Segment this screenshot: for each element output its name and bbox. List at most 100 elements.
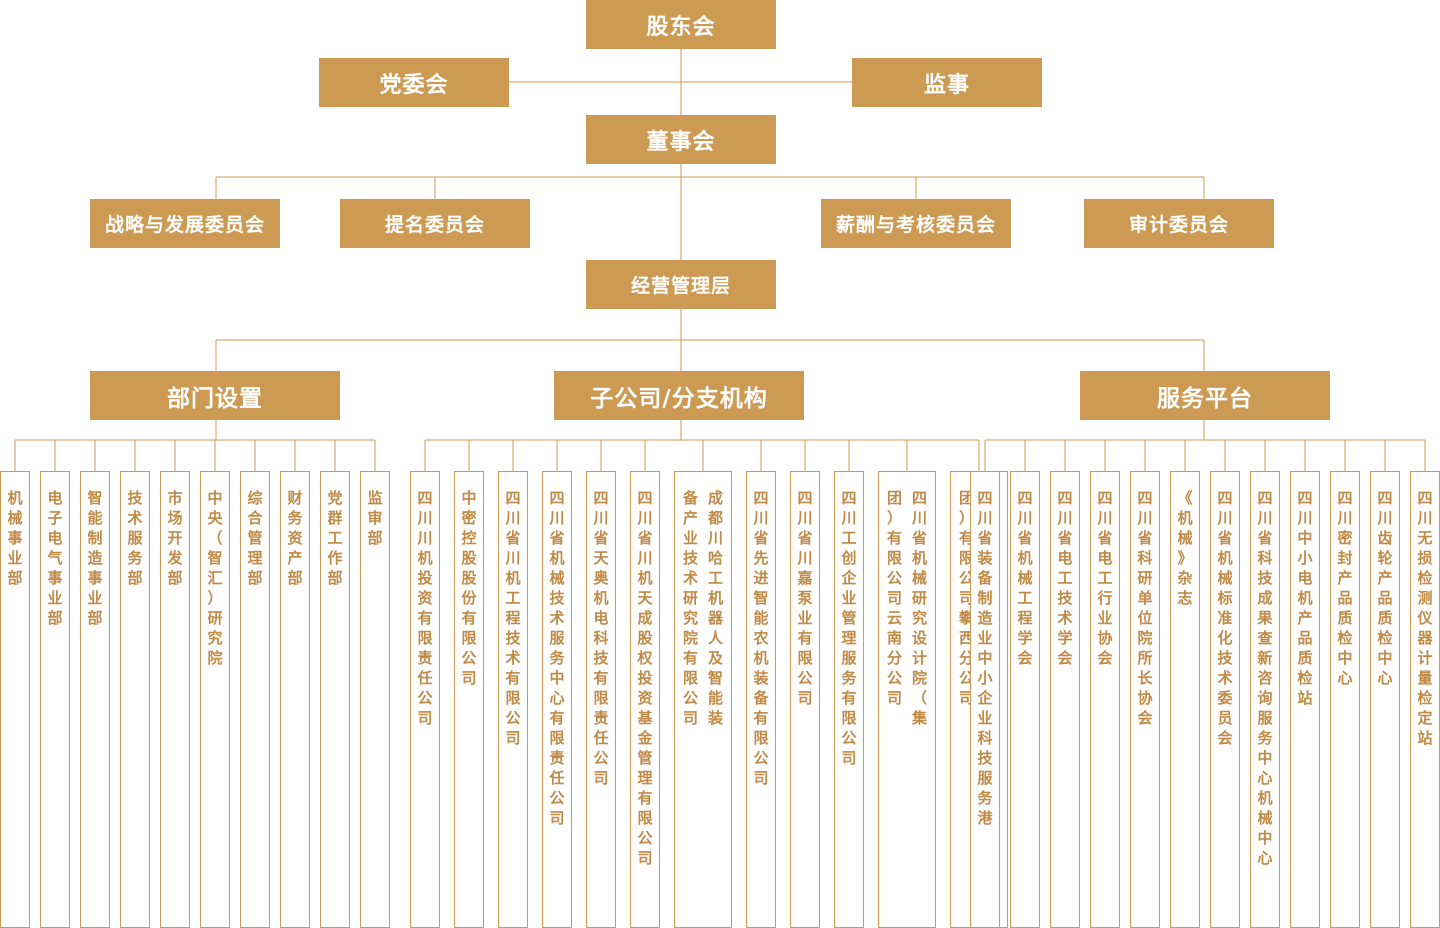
departments-item-column: 技术服务部 <box>127 488 143 588</box>
leaf-char: 无 <box>1417 529 1433 547</box>
leaf-char: 所 <box>1137 649 1153 667</box>
leaf-char: 事 <box>47 569 63 587</box>
leaf-char: 心 <box>1377 669 1393 687</box>
leaf-char: 农 <box>753 629 769 647</box>
leaf-char: ） <box>207 589 223 607</box>
subsidiaries-item: 四川省川机工程技术有限公司 <box>498 471 528 928</box>
leaf-char: 心 <box>1257 849 1273 867</box>
leaf-char: 业 <box>1097 609 1113 627</box>
leaf-char: 电 <box>1097 549 1113 567</box>
leaf-char: 服 <box>841 649 857 667</box>
leaf-char: 部 <box>167 569 183 587</box>
leaf-char: 工 <box>1057 569 1073 587</box>
leaf-char: 司 <box>886 589 902 607</box>
leaf-char: 技 <box>549 589 565 607</box>
leaf-char: 四 <box>1297 489 1313 507</box>
leaf-char: 资 <box>417 589 433 607</box>
leaf-char: 行 <box>1097 589 1113 607</box>
leaf-char: 部 <box>47 609 63 627</box>
leaf-char: 研 <box>1137 569 1153 587</box>
leaf-char: 业 <box>87 589 103 607</box>
leaf-char: 标 <box>1217 589 1233 607</box>
leaf-char: 省 <box>1057 529 1073 547</box>
leaf-char: 机 <box>505 569 521 587</box>
leaf-char: 监 <box>367 489 383 507</box>
leaf-char: 工 <box>327 529 343 547</box>
leaf-char: 械 <box>7 509 23 527</box>
leaf-char: 械 <box>911 569 927 587</box>
leaf-char: 汇 <box>207 569 223 587</box>
leaf-char: 奥 <box>593 569 609 587</box>
services-item: 四川中小电机产品质检站 <box>1290 471 1320 928</box>
leaf-char: 询 <box>1257 689 1273 707</box>
services-item-column: 四川齿轮产品质检中心 <box>1377 488 1393 688</box>
shareholders-box: 股东会 <box>586 0 776 49</box>
leaf-char: 开 <box>167 529 183 547</box>
leaf-char: 服 <box>977 769 993 787</box>
leaf-char: 川 <box>549 509 565 527</box>
leaf-char: 技 <box>977 749 993 767</box>
leaf-char: 有 <box>841 689 857 707</box>
leaf-char: 子 <box>47 509 63 527</box>
services-item: 四川省科研单位院所长协会 <box>1130 471 1160 928</box>
leaf-char: 四 <box>417 489 433 507</box>
leaf-char: 央 <box>207 509 223 527</box>
leaf-char: 分 <box>886 649 902 667</box>
leaf-char: 械 <box>1017 569 1033 587</box>
leaf-char: 站 <box>1297 689 1313 707</box>
leaf-char: 公 <box>682 689 698 707</box>
leaf-char: 省 <box>1257 529 1273 547</box>
leaf-char: 技 <box>1257 569 1273 587</box>
leaf-char: 合 <box>247 509 263 527</box>
leaf-char: 研 <box>911 589 927 607</box>
leaf-char: 川 <box>637 549 653 567</box>
leaf-char: 电 <box>47 529 63 547</box>
leaf-char: 限 <box>682 669 698 687</box>
leaf-char: 有 <box>682 649 698 667</box>
leaf-char: 任 <box>549 769 565 787</box>
party-committee-box: 党委会 <box>319 58 509 107</box>
leaf-char: 造 <box>87 549 103 567</box>
leaf-char: 小 <box>1297 549 1313 567</box>
leaf-char: 公 <box>886 669 902 687</box>
leaf-char: 品 <box>1337 589 1353 607</box>
leaf-char: 党 <box>327 489 343 507</box>
leaf-char: 中 <box>1297 529 1313 547</box>
leaf-char: 基 <box>637 709 653 727</box>
leaf-char: 四 <box>753 489 769 507</box>
leaf-char: 部 <box>287 569 303 587</box>
leaf-char: 部 <box>87 609 103 627</box>
leaf-char: 川 <box>1217 509 1233 527</box>
leaf-char: 术 <box>1057 609 1073 627</box>
leaf-char: 财 <box>287 489 303 507</box>
services-item-column: 四川中小电机产品质检站 <box>1297 488 1313 708</box>
leaf-char: 协 <box>1137 689 1153 707</box>
leaf-char: 服 <box>549 629 565 647</box>
services-item-column: 四川省科研单位院所长协会 <box>1137 488 1153 728</box>
departments-item: 党群工作部 <box>320 471 350 928</box>
subsidiaries-item: 四川省先进智能农机装备有限公司 <box>746 471 776 928</box>
leaf-char: 心 <box>1257 769 1273 787</box>
leaf-char: 机 <box>637 569 653 587</box>
leaf-char: 机 <box>549 549 565 567</box>
leaf-char: 检 <box>1297 669 1313 687</box>
leaf-char: 公 <box>886 569 902 587</box>
leaf-char: 公 <box>841 729 857 747</box>
departments-item-column: 监审部 <box>367 488 383 548</box>
committee-nomination-box: 提名委员会 <box>340 199 530 248</box>
leaf-char: 作 <box>327 549 343 567</box>
leaf-char: 机 <box>417 549 433 567</box>
leaf-char: 投 <box>417 569 433 587</box>
leaf-char: 川 <box>1297 509 1313 527</box>
leaf-char: 人 <box>707 629 723 647</box>
subsidiaries-item-column: 成都川哈工机器人及智能装 <box>708 488 724 728</box>
leaf-char: 器 <box>1417 629 1433 647</box>
leaf-char: 部 <box>247 569 263 587</box>
leaf-char: 企 <box>841 569 857 587</box>
leaf-char: 司 <box>682 709 698 727</box>
subsidiaries-item: 四川省川机天成股权投资基金管理有限公司 <box>630 471 660 928</box>
leaf-char: 四 <box>977 489 993 507</box>
departments-item: 监审部 <box>360 471 390 928</box>
leaf-char: 业 <box>841 589 857 607</box>
